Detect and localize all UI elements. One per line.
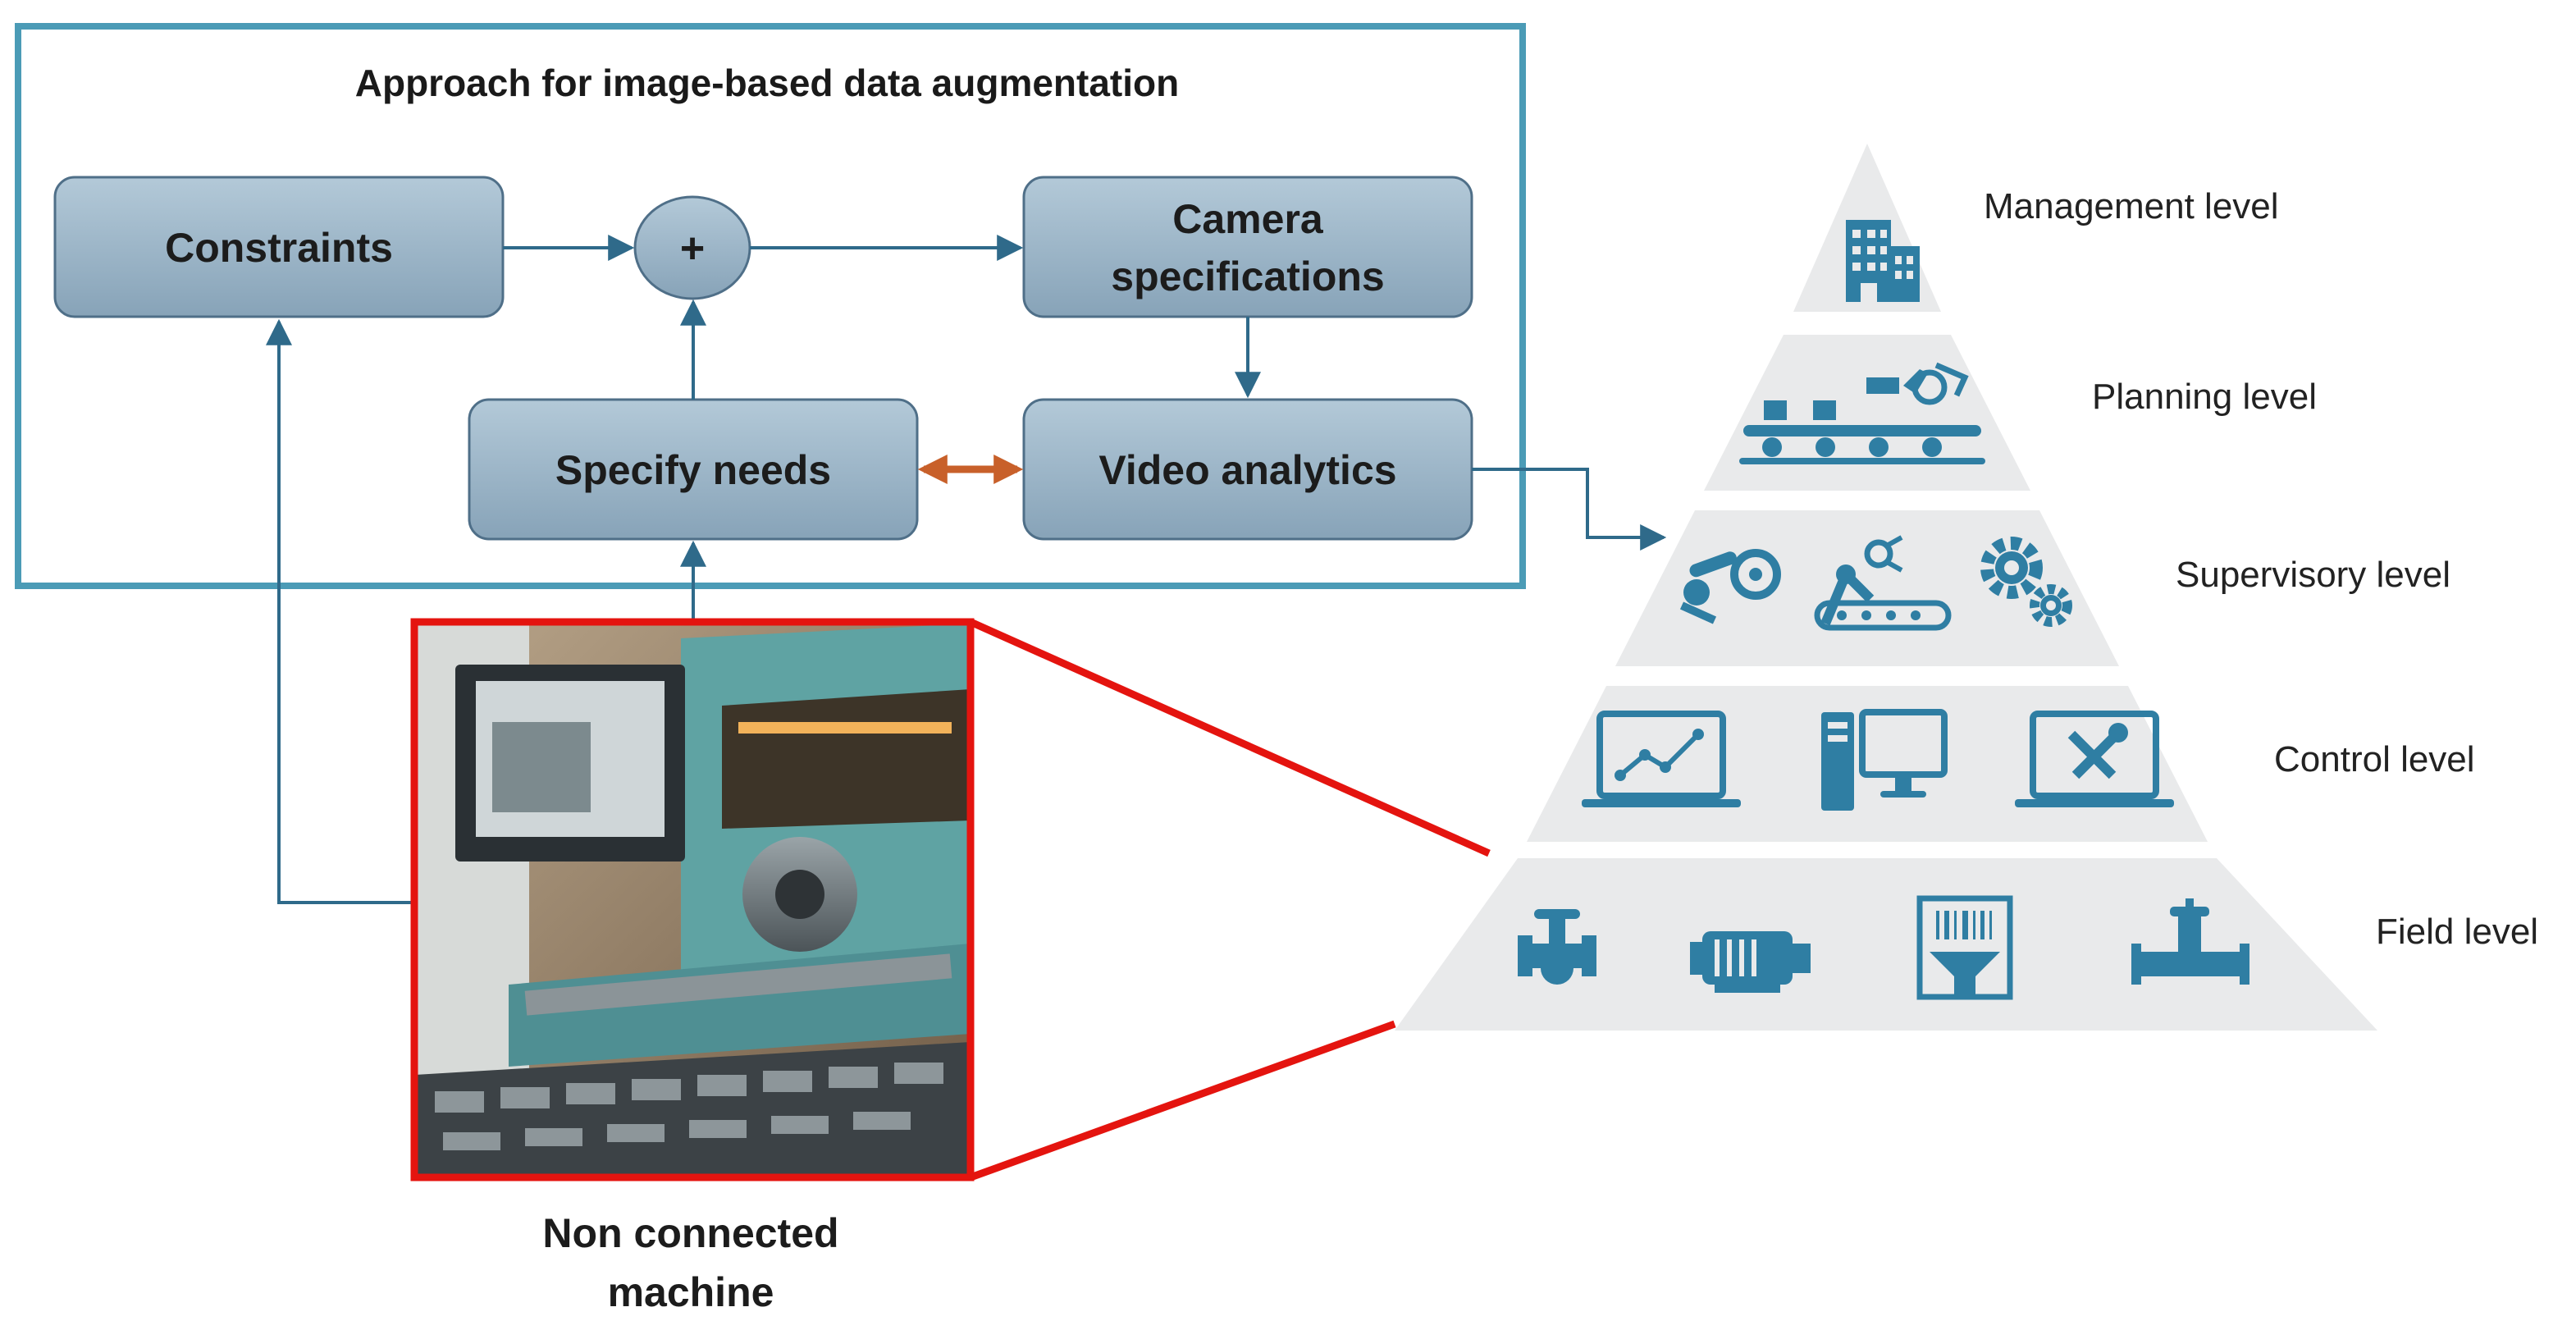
machine-caption-line1: Non connected <box>542 1210 838 1256</box>
pyramid-tier-planning <box>1704 335 2030 491</box>
approach-title: Approach for image-based data augmentati… <box>355 62 1179 104</box>
level-label-supervisory: Supervisory level <box>2176 555 2450 595</box>
constraints-label: Constraints <box>165 225 393 271</box>
level-label-planning: Planning level <box>2092 377 2317 417</box>
arrow-machine-to-constraints <box>266 318 418 904</box>
constraints-box: Constraints <box>53 176 505 318</box>
filter-sensor-icon <box>1916 895 2013 1000</box>
pipe-valve-icon <box>2131 898 2249 985</box>
approach-frame <box>15 23 1526 589</box>
arrow-video-to-pyramid <box>1472 468 1667 551</box>
laptop-tools-icon <box>2015 711 2174 807</box>
desktop-computer-icon <box>1821 709 1948 811</box>
laptop-chart-icon <box>1582 711 1741 807</box>
plus-junction: + <box>633 195 751 300</box>
gears-icon <box>1980 537 2072 627</box>
machine-caption-line2: machine <box>608 1269 774 1315</box>
plus-label: + <box>680 225 705 272</box>
robot-arm-icon <box>1679 549 1781 624</box>
pyramid-tier-supervisory <box>1615 510 2119 666</box>
level-label-control: Control level <box>2274 739 2475 779</box>
valve-icon <box>1518 909 1596 985</box>
camera-specifications-box: Camera specifications <box>1022 176 1473 318</box>
video-analytics-label: Video analytics <box>1098 447 1396 493</box>
video-analytics-box: Video analytics <box>1022 398 1473 541</box>
camera-label-line1: Camera <box>1172 196 1324 242</box>
level-label-field: Field level <box>2376 912 2538 952</box>
specify-needs-box: Specify needs <box>468 398 919 541</box>
zoom-line-top <box>969 618 1491 857</box>
zoom-line-bottom <box>969 1020 1396 1181</box>
machine-photo <box>410 618 975 1181</box>
motor-icon <box>1690 931 1811 993</box>
pyramid-tier-field <box>1395 858 2377 1031</box>
assembly-robot-icon <box>1814 535 1952 631</box>
level-label-management: Management level <box>1984 186 2279 226</box>
conveyor-robot-icon <box>1739 362 1985 464</box>
camera-label-line2: specifications <box>1111 254 1384 299</box>
building-icon <box>1846 220 1920 302</box>
specify-needs-label: Specify needs <box>555 447 831 493</box>
